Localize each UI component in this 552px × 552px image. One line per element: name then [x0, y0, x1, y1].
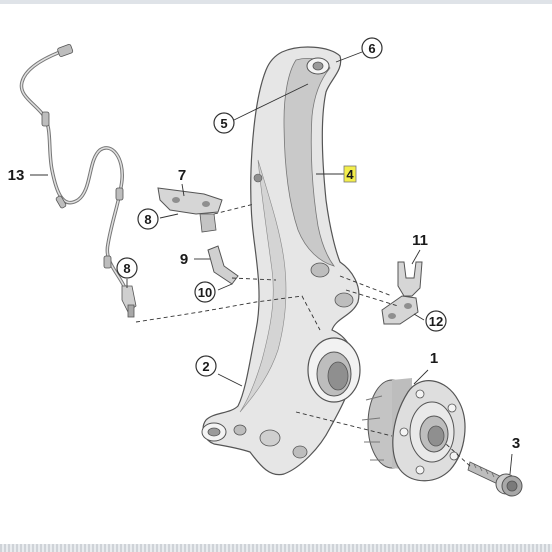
leader-line	[413, 369, 429, 385]
dashed-assembly-line	[339, 275, 393, 297]
callout-label: 9	[180, 251, 188, 268]
callout-label: 5	[220, 116, 227, 131]
leader-line	[335, 51, 363, 63]
callout-label: 4	[346, 167, 354, 182]
leader-lines	[135, 203, 471, 467]
callout-circle	[425, 310, 447, 332]
wheel-hub	[361, 378, 466, 482]
leader-line	[159, 213, 179, 219]
callout-8: 8	[137, 208, 179, 230]
callout-label: 3	[512, 435, 520, 452]
dashed-assembly-line	[231, 277, 277, 281]
leader-line	[217, 283, 233, 291]
leader-line	[509, 453, 513, 475]
callout-12: 12	[413, 310, 447, 332]
wheel-speed-sensor-cable	[19, 44, 137, 318]
leader-line	[233, 83, 309, 121]
callout-2: 2	[195, 355, 243, 387]
leader-line	[411, 249, 421, 265]
callout-label: 1	[430, 350, 438, 367]
dashed-assembly-line	[135, 295, 321, 331]
callout-11: 11	[411, 232, 428, 265]
callout-label: 2	[202, 359, 209, 374]
callout-circle	[194, 281, 216, 303]
bracket-11	[397, 261, 423, 297]
callout-9: 9	[180, 251, 210, 268]
callout-8: 8	[116, 257, 138, 288]
callout-label: 10	[198, 285, 212, 300]
callout-circle	[116, 257, 138, 279]
steering-knuckle	[201, 46, 361, 476]
leader-line	[413, 313, 425, 321]
callout-highlight	[343, 165, 357, 183]
callout-1: 1	[413, 350, 438, 385]
callout-7: 7	[178, 167, 186, 197]
dashed-assembly-line	[295, 411, 393, 437]
callout-circle	[361, 37, 383, 59]
leader-line	[217, 373, 243, 387]
callout-5: 5	[213, 83, 309, 134]
callout-label: 11	[412, 232, 428, 249]
callout-3: 3	[509, 435, 520, 475]
dashed-assembly-line	[345, 289, 399, 307]
leader-line	[181, 183, 185, 197]
parts-layer	[19, 44, 523, 497]
callout-4: 4	[316, 165, 357, 183]
callout-circle	[137, 208, 159, 230]
callout-label: 7	[178, 167, 186, 184]
callout-6: 6	[335, 37, 383, 63]
callout-10: 10	[194, 281, 233, 303]
plate-12	[381, 295, 419, 325]
callout-13: 13	[8, 167, 48, 184]
callout-circle	[213, 112, 235, 134]
callout-label: 6	[368, 41, 375, 56]
top-edge-bar	[0, 0, 552, 4]
callout-label: 8	[123, 261, 130, 276]
callout-circle	[195, 355, 217, 377]
dashed-assembly-line	[445, 443, 471, 467]
bracket-7	[157, 187, 223, 233]
bracket-9	[207, 245, 239, 285]
hub-bolt	[467, 461, 523, 497]
callout-label: 13	[8, 167, 25, 184]
callout-label: 8	[144, 212, 151, 227]
bottom-edge-bar	[0, 544, 552, 552]
callout-label: 12	[429, 314, 443, 329]
